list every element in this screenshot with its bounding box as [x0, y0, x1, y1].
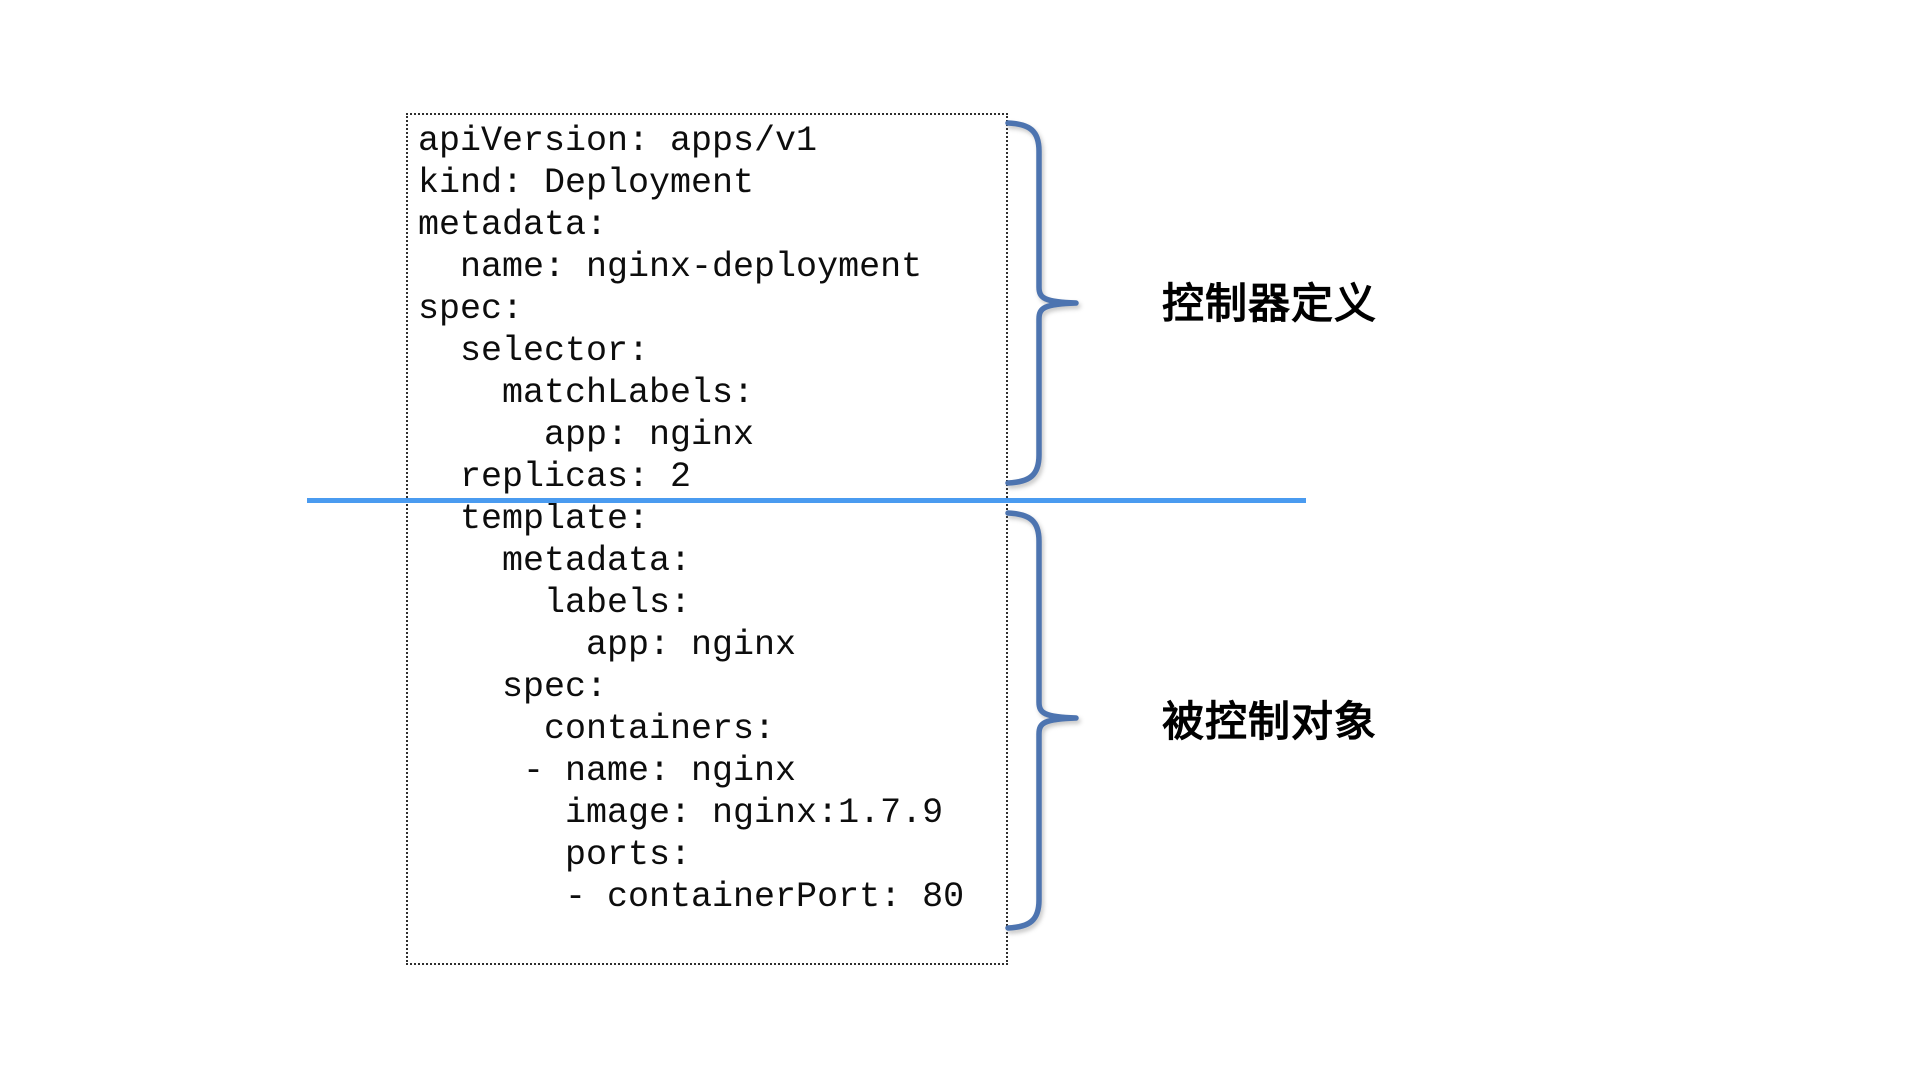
top-section-brace-icon [1005, 120, 1079, 486]
bottom-brace-path [1005, 510, 1079, 931]
code-line: spec: [418, 289, 524, 329]
code-line: containers: [418, 709, 776, 749]
code-line: selector: [418, 331, 650, 371]
code-line: template: [418, 499, 650, 539]
code-line: image: nginx:1.7.9 [418, 793, 944, 833]
code-line: metadata: [418, 541, 692, 581]
code-line: apiVersion: apps/v1 [418, 121, 818, 161]
bottom-section-label: 被控制对象 [1162, 698, 1378, 745]
code-line: - containerPort: 80 [418, 877, 965, 917]
code-line: app: nginx [418, 415, 755, 455]
section-divider-line [307, 498, 1306, 503]
top-section-label: 控制器定义 [1162, 280, 1378, 327]
code-line: matchLabels: [418, 373, 755, 413]
code-line: ports: [418, 835, 692, 875]
code-line: replicas: 2 [418, 457, 692, 497]
code-line: name: nginx-deployment [418, 247, 923, 287]
code-line: - name: nginx [418, 751, 797, 791]
code-line: kind: Deployment [418, 163, 755, 203]
code-line: metadata: [418, 205, 608, 245]
code-line: app: nginx [418, 625, 797, 665]
code-line: labels: [418, 583, 692, 623]
top-brace-path [1005, 120, 1079, 486]
bottom-section-brace-icon [1005, 510, 1079, 931]
code-line: spec: [418, 667, 608, 707]
